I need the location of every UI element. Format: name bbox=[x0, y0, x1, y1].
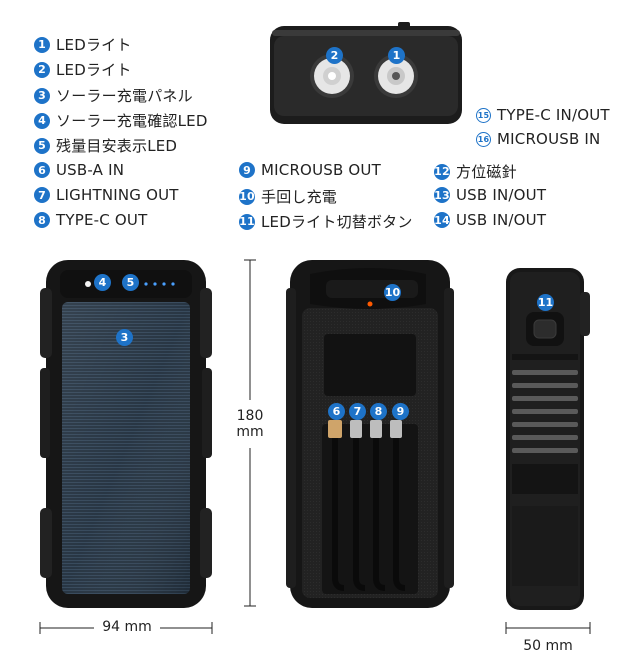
label-6: 6 USB-A IN bbox=[34, 161, 124, 179]
number-badge: 10 bbox=[239, 188, 255, 205]
device-badge-5: 5 bbox=[122, 274, 139, 291]
number-badge: 7 bbox=[34, 187, 50, 203]
number-badge: 11 bbox=[239, 213, 255, 230]
device-badge-2: 2 bbox=[326, 47, 343, 64]
number-badge: 2 bbox=[34, 61, 50, 78]
device-side-view bbox=[506, 268, 590, 610]
label-text: MICROUSB OUT bbox=[261, 161, 381, 179]
number-badge: 13 bbox=[434, 187, 450, 203]
label-text: USB IN/OUT bbox=[456, 186, 547, 204]
label-text: ソーラー充電確認LED bbox=[56, 112, 208, 130]
label-text: USB-A IN bbox=[56, 161, 125, 179]
label-11: 11 LEDライト切替ボタン bbox=[239, 211, 413, 232]
label-16: 16 MICROUSB IN bbox=[476, 130, 600, 148]
width-dimension: 94 mm bbox=[102, 619, 152, 635]
label-4: 4 ソーラー充電確認LED bbox=[34, 110, 208, 131]
device-badge-9: 9 bbox=[392, 403, 409, 420]
number-badge: 16 bbox=[476, 131, 491, 147]
number-badge: 15 bbox=[476, 107, 491, 123]
device-badge-4: 4 bbox=[94, 274, 111, 291]
number-badge: 12 bbox=[434, 163, 450, 180]
number-badge: 6 bbox=[34, 162, 50, 178]
device-front-view bbox=[40, 260, 212, 608]
label-text: LEDライト切替ボタン bbox=[261, 213, 413, 231]
label-text: ソーラー充電パネル bbox=[56, 87, 193, 105]
device-badge-10: 10 bbox=[384, 284, 401, 301]
label-text: 手回し充電 bbox=[261, 188, 338, 206]
label-text: TYPE-C IN/OUT bbox=[497, 106, 610, 124]
height-value: 180 bbox=[236, 408, 264, 424]
number-badge: 8 bbox=[34, 212, 50, 228]
depth-dimension: 50 mm bbox=[523, 638, 573, 654]
device-badge-8: 8 bbox=[370, 403, 387, 420]
label-12: 12 方位磁針 bbox=[434, 161, 517, 182]
label-10: 10 手回し充電 bbox=[239, 186, 337, 207]
device-badge-1: 1 bbox=[388, 47, 405, 64]
label-text: TYPE-C OUT bbox=[56, 211, 148, 229]
label-text: MICROUSB IN bbox=[497, 130, 601, 148]
label-1: 1 LEDライト bbox=[34, 34, 132, 55]
label-15: 15 TYPE-C IN/OUT bbox=[476, 106, 610, 124]
number-badge: 4 bbox=[34, 112, 50, 129]
label-5: 5 残量目安表示LED bbox=[34, 135, 177, 156]
number-badge: 1 bbox=[34, 36, 50, 53]
label-text: LIGHTNING OUT bbox=[56, 186, 179, 204]
label-8: 8 TYPE-C OUT bbox=[34, 211, 147, 229]
height-unit: mm bbox=[236, 424, 264, 440]
label-3: 3 ソーラー充電パネル bbox=[34, 85, 193, 106]
label-text: LEDライト bbox=[56, 36, 132, 54]
label-text: USB IN/OUT bbox=[456, 211, 547, 229]
number-badge: 14 bbox=[434, 212, 450, 228]
device-top-view bbox=[270, 22, 462, 124]
device-back-view bbox=[286, 260, 454, 608]
height-dimension: 180 mm bbox=[226, 408, 274, 440]
device-badge-3: 3 bbox=[116, 329, 133, 346]
label-9: 9 MICROUSB OUT bbox=[239, 161, 381, 179]
device-badge-11: 11 bbox=[537, 294, 554, 311]
label-2: 2 LEDライト bbox=[34, 59, 132, 80]
device-badge-6: 6 bbox=[328, 403, 345, 420]
label-13: 13 USB IN/OUT bbox=[434, 186, 546, 204]
label-text: 残量目安表示LED bbox=[56, 137, 178, 155]
number-badge: 9 bbox=[239, 162, 255, 178]
label-text: 方位磁針 bbox=[456, 163, 517, 181]
label-text: LEDライト bbox=[56, 61, 132, 79]
label-14: 14 USB IN/OUT bbox=[434, 211, 546, 229]
number-badge: 5 bbox=[34, 137, 50, 154]
label-7: 7 LIGHTNING OUT bbox=[34, 186, 179, 204]
number-badge: 3 bbox=[34, 87, 50, 104]
device-badge-7: 7 bbox=[349, 403, 366, 420]
